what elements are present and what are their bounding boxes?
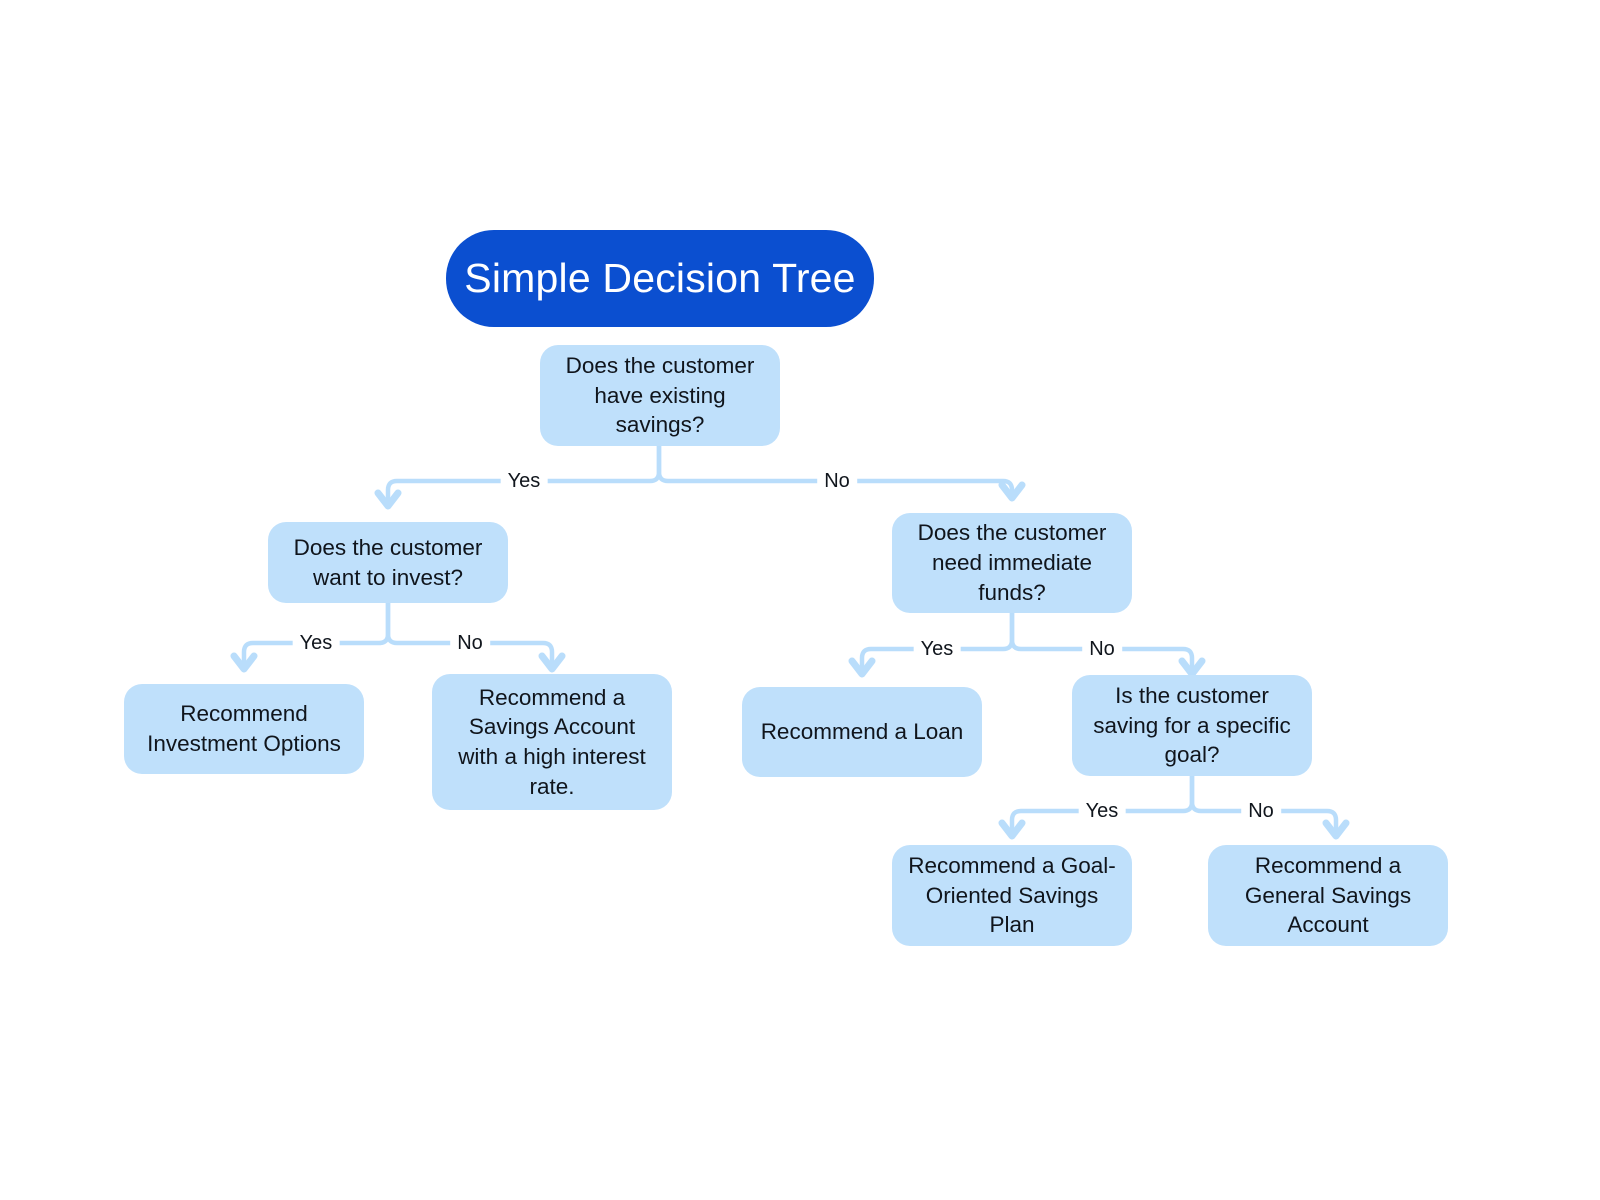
arrowhead-immediate bbox=[998, 481, 1026, 502]
node-investment-options[interactable]: Recommend Investment Options bbox=[124, 684, 364, 774]
diagram-title-pill: Simple Decision Tree bbox=[446, 230, 874, 327]
arrowhead-goal-plan bbox=[998, 819, 1026, 840]
node-invest-label: Does the customer want to invest? bbox=[293, 534, 483, 590]
node-root-label: Does the customer have existing savings? bbox=[565, 352, 755, 438]
node-general-savings[interactable]: Recommend a General Savings Account bbox=[1208, 845, 1448, 946]
arrowhead-specific-goal bbox=[1178, 657, 1206, 678]
page-title: Simple Decision Tree bbox=[464, 254, 856, 301]
node-root[interactable]: Does the customer have existing savings? bbox=[540, 345, 780, 446]
node-savings-high-interest-label: Recommend a Savings Account with a high … bbox=[458, 684, 646, 799]
edge-label-immediate-no: No bbox=[1082, 637, 1122, 661]
edge-label-immediate-yes: Yes bbox=[913, 637, 961, 661]
arrowhead-investment-options bbox=[230, 652, 258, 673]
node-general-savings-label: Recommend a General Savings Account bbox=[1244, 852, 1412, 938]
edge-label-invest-yes: Yes bbox=[292, 631, 340, 655]
node-specific-goal[interactable]: Is the customer saving for a specific go… bbox=[1072, 675, 1312, 776]
node-goal-oriented-plan[interactable]: Recommend a Goal- Oriented Savings Plan bbox=[892, 845, 1132, 946]
node-loan[interactable]: Recommend a Loan bbox=[742, 687, 982, 777]
node-savings-high-interest[interactable]: Recommend a Savings Account with a high … bbox=[432, 674, 672, 810]
node-loan-label: Recommend a Loan bbox=[760, 719, 964, 745]
edge-label-invest-no: No bbox=[450, 631, 490, 655]
node-investment-options-label: Recommend Investment Options bbox=[147, 701, 341, 756]
arrowhead-invest bbox=[374, 489, 402, 510]
edge-label-root-no: No bbox=[817, 469, 857, 493]
arrowhead-loan bbox=[848, 657, 876, 678]
arrowhead-general-savings bbox=[1322, 819, 1350, 840]
node-goal-oriented-plan-label: Recommend a Goal- Oriented Savings Plan bbox=[908, 852, 1116, 938]
edge-label-goal-yes: Yes bbox=[1078, 799, 1126, 823]
node-invest[interactable]: Does the customer want to invest? bbox=[268, 522, 508, 603]
edge-label-goal-no: No bbox=[1241, 799, 1281, 823]
edge-label-root-yes: Yes bbox=[500, 469, 548, 493]
arrowhead-savings-high-interest bbox=[538, 652, 566, 673]
node-specific-goal-label: Is the customer saving for a specific go… bbox=[1093, 682, 1291, 768]
node-immediate-funds[interactable]: Does the customer need immediate funds? bbox=[892, 513, 1132, 613]
node-immediate-funds-label: Does the customer need immediate funds? bbox=[917, 520, 1107, 605]
